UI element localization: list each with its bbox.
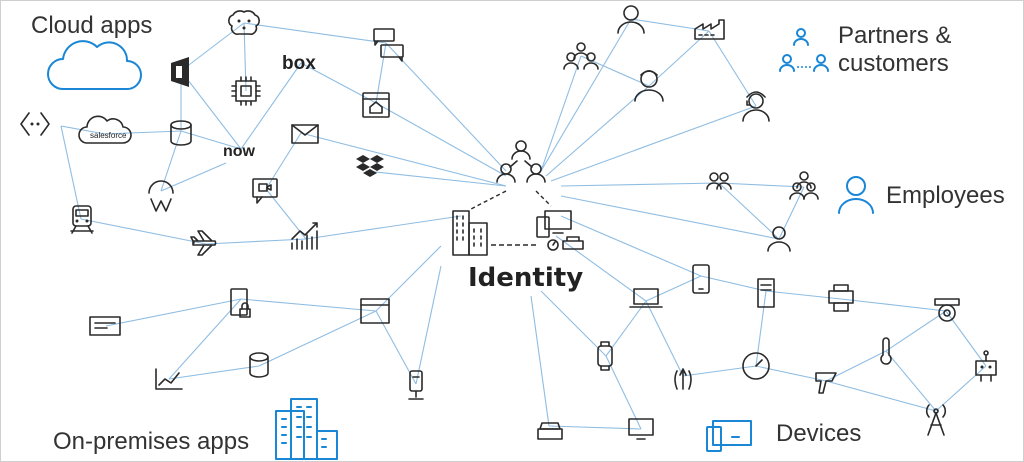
office-icon [171, 57, 189, 87]
person-icon [617, 5, 645, 34]
svg-text:salesforce: salesforce [90, 131, 127, 140]
line-chart-icon [155, 368, 183, 390]
partners-label: Partners & [838, 22, 952, 49]
web-home-icon [362, 92, 390, 118]
mail-icon [291, 124, 319, 144]
brain-icon [228, 10, 260, 35]
identity-label: Identity [468, 263, 584, 293]
devices-blue-icon [706, 420, 752, 452]
group-icon [563, 42, 599, 70]
dropbox-icon [356, 155, 384, 177]
scanner-icon [815, 372, 837, 394]
card-icon [89, 316, 121, 336]
chip-icon [231, 76, 261, 106]
customer-icon [634, 70, 664, 102]
devices-label: Devices [776, 420, 862, 447]
cloud-apps-label: Cloud apps [31, 12, 153, 39]
cloud-icon [47, 40, 142, 90]
buildings-icon [452, 210, 488, 256]
train-icon [70, 205, 94, 234]
chat-icon [373, 28, 404, 62]
database-icon [170, 120, 192, 146]
salesforce-logo: salesforce [78, 115, 132, 144]
code-icon [20, 112, 50, 136]
antenna-tower-icon [925, 404, 947, 436]
employee-blue-icon [838, 176, 874, 214]
people-network-icon [496, 140, 546, 183]
customers-label: customers [838, 50, 949, 77]
user-icon [767, 226, 791, 252]
team-icon [789, 171, 819, 200]
office-building-icon [275, 398, 338, 460]
browser-window-icon [360, 298, 390, 324]
video-call-icon [252, 178, 278, 204]
on-premises-label: On-premises apps [53, 428, 250, 455]
database-onprem-icon [249, 352, 269, 378]
robot-icon [975, 350, 997, 382]
security-camera-icon [934, 298, 960, 322]
employees-label: Employees [886, 182, 1005, 209]
laptop-icon [629, 288, 663, 308]
crop-sensor-icon [674, 368, 692, 390]
headset-person-icon [742, 91, 770, 122]
server-icon [757, 278, 775, 308]
factory-icon [694, 19, 725, 40]
connection-lines [60, 18, 987, 430]
game-console-icon [537, 422, 563, 440]
printer-icon [828, 284, 854, 312]
partners-network-icon [779, 28, 829, 72]
phone-icon [692, 264, 710, 294]
identity-hub [452, 140, 584, 256]
servicenow-logo: now [223, 143, 256, 160]
growth-chart-icon [291, 222, 318, 250]
box-logo: box [282, 53, 316, 74]
thermometer-icon [880, 337, 892, 365]
watch-icon [597, 341, 613, 371]
workday-icon [148, 180, 174, 212]
desktop-icon [628, 418, 654, 440]
employees-group-icon [706, 172, 732, 190]
airplane-icon [190, 230, 217, 256]
devices-small-icon [536, 210, 584, 251]
mobile-lock-icon [230, 288, 251, 318]
gauge-icon [742, 352, 770, 380]
tower-server-icon [408, 370, 424, 400]
